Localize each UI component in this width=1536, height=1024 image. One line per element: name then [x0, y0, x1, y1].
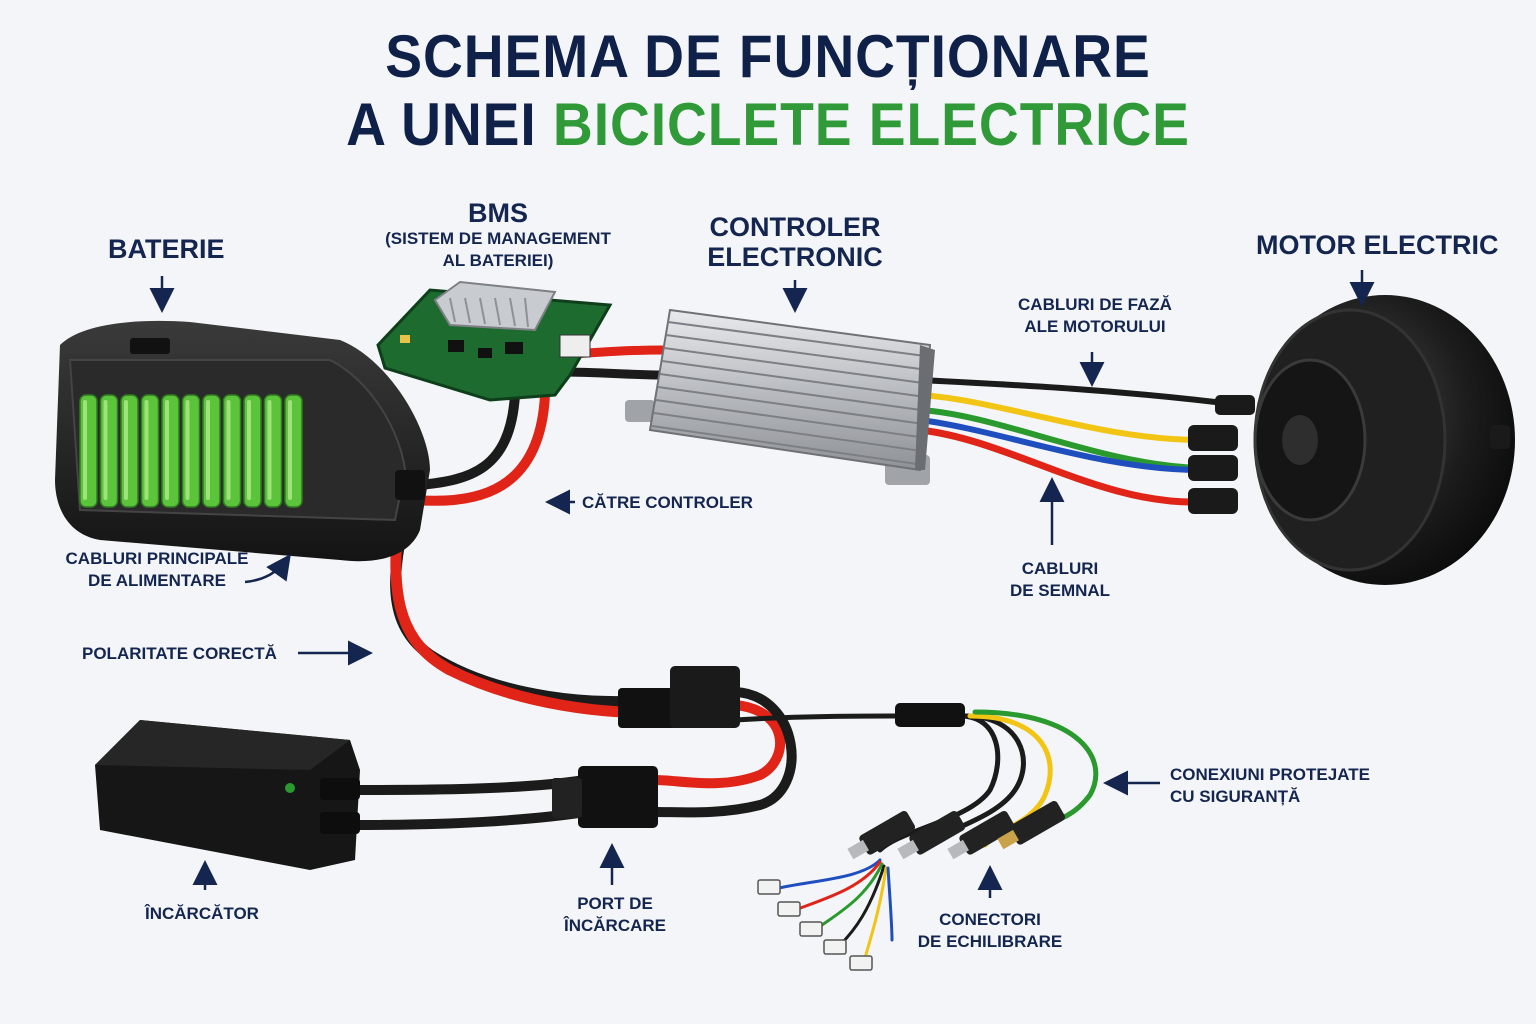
battery-cell — [285, 395, 302, 507]
battery-cell — [183, 395, 200, 507]
battery-cell — [265, 395, 282, 507]
label-bms-sub2: AL BATERIEI) — [378, 250, 618, 272]
label-baterie: BATERIE — [108, 234, 225, 264]
charger-brick — [95, 720, 360, 870]
label-bms-title: BMS — [378, 198, 618, 228]
label-protejate-1: CONEXIUNI PROTEJATE — [1170, 764, 1370, 786]
battery-cell — [121, 395, 138, 507]
battery-cell — [224, 395, 241, 507]
label-semnal-2: DE SEMNAL — [1000, 580, 1120, 602]
label-faza-1: CABLURI DE FAZĂ — [1010, 294, 1180, 316]
label-cabluri-faza: CABLURI DE FAZĂ ALE MOTORULUI — [1010, 294, 1180, 338]
label-bms-sub1: (SISTEM DE MANAGEMENT — [378, 228, 618, 250]
label-port-2: ÎNCĂRCARE — [550, 915, 680, 937]
label-port-1: PORT DE — [550, 893, 680, 915]
title-prefix: A UNEI — [346, 91, 553, 158]
label-echilibrare-2: DE ECHILIBRARE — [915, 931, 1065, 953]
label-catre-controler: CĂTRE CONTROLER — [582, 492, 753, 514]
label-cabluri-semnal: CABLURI DE SEMNAL — [1000, 558, 1120, 602]
label-incarcator: ÎNCĂRCĂTOR — [145, 903, 259, 925]
label-principale-1: CABLURI PRINCIPALE — [52, 548, 262, 570]
title-accent: BICICLETE ELECTRICE — [553, 91, 1190, 158]
label-principale-2: DE ALIMENTARE — [52, 570, 262, 592]
label-port-incarcare: PORT DE ÎNCĂRCARE — [550, 893, 680, 937]
battery-cells — [80, 395, 302, 507]
label-faza-2: ALE MOTORULUI — [1010, 316, 1180, 338]
page-title-line-2: A UNEI BICICLETE ELECTRICE — [61, 92, 1474, 158]
bms-board — [378, 282, 610, 400]
label-polaritate: POLARITATE CORECTĂ — [82, 643, 277, 665]
label-conectori-echilibrare: CONECTORI DE ECHILIBRARE — [915, 909, 1065, 953]
label-controler-2: ELECTRONIC — [700, 242, 890, 272]
battery-cell — [203, 395, 220, 507]
page-title-line-1: SCHEMA DE FUNCȚIONARE — [61, 24, 1474, 90]
label-echilibrare-1: CONECTORI — [915, 909, 1065, 931]
label-controler-1: CONTROLER — [700, 212, 890, 242]
hub-motor — [1188, 295, 1515, 585]
battery-cell — [142, 395, 159, 507]
label-semnal-1: CABLURI — [1000, 558, 1120, 580]
main-junction-connector — [618, 666, 740, 728]
label-cabluri-principale: CABLURI PRINCIPALE DE ALIMENTARE — [52, 548, 262, 592]
battery-cell — [101, 395, 118, 507]
label-controler: CONTROLER ELECTRONIC — [700, 212, 890, 272]
battery-pack — [55, 321, 430, 561]
label-motor: MOTOR ELECTRIC — [1256, 230, 1499, 260]
electronic-controller — [625, 310, 935, 485]
label-bms: BMS (SISTEM DE MANAGEMENT AL BATERIEI) — [378, 198, 618, 272]
label-protejate-2: CU SIGURANȚĂ — [1170, 786, 1370, 808]
label-conexiuni-protejate: CONEXIUNI PROTEJATE CU SIGURANȚĂ — [1170, 764, 1370, 808]
battery-cell — [244, 395, 261, 507]
battery-cell — [162, 395, 179, 507]
battery-cell — [80, 395, 97, 507]
